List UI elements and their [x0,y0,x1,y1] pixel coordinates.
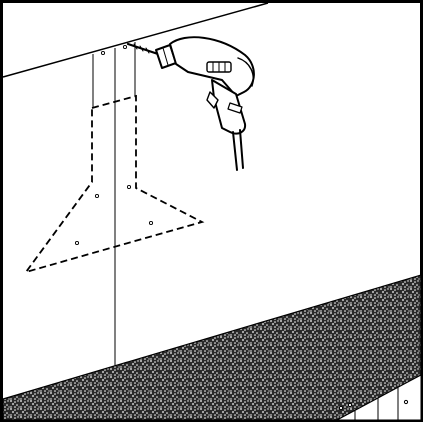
dashed-hood-outline [23,94,205,274]
power-drill-icon [126,36,255,171]
screw-holes [74,44,154,246]
base-cabinets [336,374,422,421]
ceiling-line [2,2,269,78]
